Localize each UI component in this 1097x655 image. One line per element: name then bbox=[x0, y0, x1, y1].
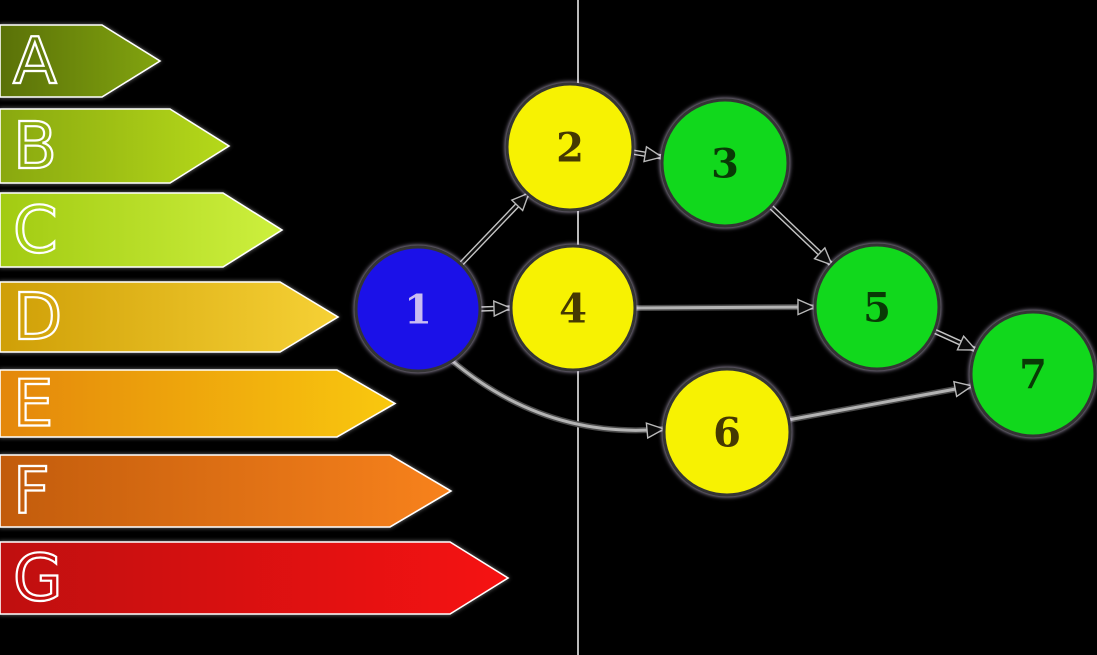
arrowhead-icon bbox=[953, 380, 974, 398]
edge-line-core bbox=[787, 384, 973, 422]
energy-bar-letter-F: F bbox=[13, 455, 50, 529]
edge-line-core bbox=[449, 357, 665, 432]
arrowhead-icon bbox=[956, 334, 978, 351]
node-circle-5 bbox=[813, 243, 941, 371]
arrowhead-icon bbox=[797, 298, 817, 316]
edge-1-to-4 bbox=[479, 300, 513, 318]
arrowhead-icon bbox=[813, 246, 834, 267]
node-circle-7 bbox=[969, 310, 1097, 438]
graph-node-3: 3 bbox=[660, 98, 790, 228]
energy-bar-letter-D: D bbox=[13, 281, 62, 355]
graph-node-4: 4 bbox=[509, 244, 637, 372]
energy-bar-arrow-F bbox=[0, 454, 453, 528]
energy-bar-arrow-A bbox=[0, 24, 162, 98]
edge-4-to-5 bbox=[634, 298, 817, 316]
node-circle-2 bbox=[505, 82, 635, 212]
node-circle-4 bbox=[509, 244, 637, 372]
energy-bar-arrow-B bbox=[0, 108, 231, 184]
precedence-graph: 1 2 3 4 5 6 7 bbox=[354, 82, 1097, 497]
node-label-3: 3 bbox=[711, 141, 739, 188]
energy-bar-letter-B: B bbox=[13, 110, 57, 184]
graph-node-7: 7 bbox=[969, 310, 1097, 438]
node-label-6: 6 bbox=[713, 410, 741, 457]
arrowhead-icon bbox=[645, 422, 666, 440]
energy-bar-letter-G: G bbox=[13, 542, 63, 616]
node-circle-1 bbox=[354, 245, 482, 373]
arrowhead-icon bbox=[493, 300, 513, 318]
node-circle-6 bbox=[662, 367, 792, 497]
energy-bar-arrow-G bbox=[0, 541, 510, 615]
graph-node-6: 6 bbox=[662, 367, 792, 497]
edge-5-to-7 bbox=[932, 328, 978, 353]
graph-node-2: 2 bbox=[505, 82, 635, 212]
node-label-5: 5 bbox=[863, 285, 891, 332]
energy-bar-letter-C: C bbox=[13, 194, 58, 268]
edge-6-to-7 bbox=[787, 380, 974, 423]
energy-bar-F: F bbox=[0, 454, 453, 530]
energy-bar-arrow-E bbox=[0, 369, 397, 438]
edge-1-to-2 bbox=[459, 191, 531, 266]
node-circle-3 bbox=[660, 98, 790, 228]
graph-node-1: 1 bbox=[354, 245, 482, 373]
edge-2-to-3 bbox=[631, 145, 664, 163]
energy-bar-B: B bbox=[0, 108, 231, 185]
arrowhead-icon bbox=[510, 191, 531, 212]
edge-line-core bbox=[634, 305, 816, 310]
energy-bar-letter-E: E bbox=[13, 368, 53, 442]
arrowhead-icon bbox=[643, 145, 664, 163]
energy-bar-E: E bbox=[0, 366, 397, 443]
graph-node-5: 5 bbox=[813, 243, 941, 371]
energy-bar-C: C bbox=[0, 192, 284, 269]
node-label-1: 1 bbox=[404, 287, 432, 334]
node-label-4: 4 bbox=[559, 286, 587, 333]
energy-bar-letter-A: A bbox=[13, 25, 57, 99]
edge-3-to-5 bbox=[768, 204, 834, 267]
node-label-2: 2 bbox=[556, 125, 584, 172]
energy-bar-arrow-C bbox=[0, 192, 284, 268]
energy-bar-A: A bbox=[0, 24, 162, 100]
node-label-7: 7 bbox=[1019, 352, 1047, 399]
energy-bar-arrow-D bbox=[0, 281, 340, 353]
energy-bar-G: G bbox=[0, 541, 510, 617]
edge-1-to-6 bbox=[448, 356, 666, 440]
energy-bar-D: D bbox=[0, 280, 340, 356]
